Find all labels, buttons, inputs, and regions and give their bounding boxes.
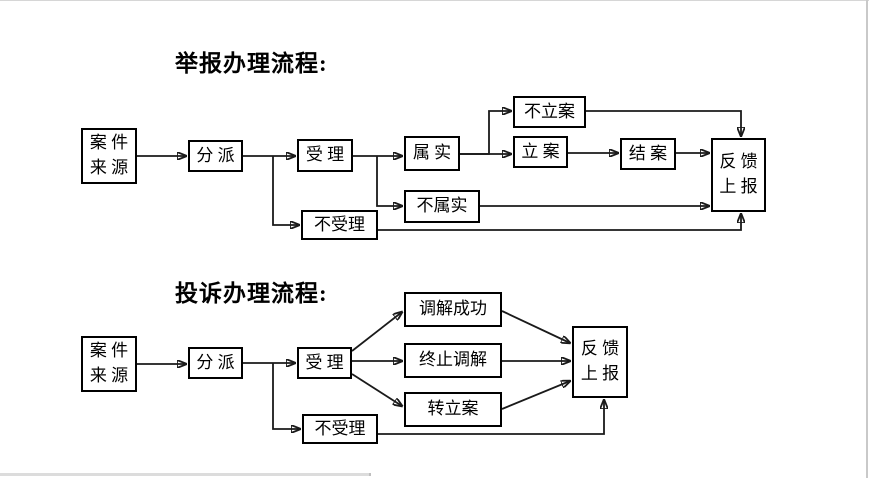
edge-transfer-filing-to-feedback	[501, 381, 570, 410]
node-label: 分 派	[196, 145, 235, 165]
node-accept-1: 受 理	[297, 139, 353, 172]
node-label: 转立案	[427, 399, 479, 419]
node-label: 受 理	[305, 352, 344, 372]
node-label: 反 馈	[580, 339, 620, 359]
node-label: 终止调解	[419, 350, 487, 370]
page-top-border	[0, 0, 869, 1]
node-dispatch-1: 分 派	[188, 140, 243, 172]
node-label: 立 案	[521, 141, 560, 161]
node-accept-2: 受 理	[297, 347, 352, 379]
node-verified: 属 实	[404, 136, 460, 171]
node-feedback-1: 反 馈 上 报	[711, 138, 766, 212]
node-case-source-2: 案 件 来 源	[81, 336, 137, 392]
horizontal-scrollbar-thumb[interactable]	[0, 473, 371, 476]
node-no-filing: 不立案	[513, 96, 586, 128]
node-label: 上 报	[580, 364, 620, 383]
node-label: 不立案	[524, 101, 575, 121]
edge-notaccept-to-feedback-1	[378, 214, 741, 231]
node-label: 案 件	[89, 133, 129, 153]
edge-nofiling-to-feedback	[586, 110, 741, 136]
edge-verified-to-nofiling	[460, 111, 511, 155]
node-not-accepted-2: 不受理	[302, 414, 378, 444]
edge-dispatch-to-notaccept-1	[272, 156, 299, 225]
edge-accept-to-notverified	[376, 156, 402, 206]
edge-accept-to-transfer-filing	[351, 373, 402, 406]
flowchart1-title: 举报办理流程:	[175, 51, 328, 76]
node-label: 分 派	[196, 352, 235, 372]
edge-accept-to-mediation-success	[351, 312, 402, 352]
node-label: 受 理	[305, 145, 345, 165]
node-transfer-filing: 转立案	[404, 392, 502, 427]
edge-notaccept-to-feedback-2	[378, 400, 604, 435]
node-mediation-success: 调解成功	[404, 292, 502, 327]
flowchart2-title: 投诉办理流程:	[175, 281, 328, 306]
node-label: 调解成功	[419, 299, 487, 319]
node-label: 不受理	[314, 418, 366, 438]
node-label: 不受理	[314, 214, 365, 234]
node-dispatch-2: 分 派	[188, 347, 243, 379]
node-not-verified: 不属实	[404, 190, 480, 223]
node-label: 结 案	[628, 143, 668, 163]
node-label: 上 报	[719, 177, 758, 196]
page-right-border	[866, 0, 868, 478]
node-label: 反 馈	[719, 152, 758, 172]
node-label: 来 源	[89, 158, 129, 177]
node-label: 不属实	[416, 196, 468, 216]
edge-mediation-success-to-feedback	[501, 310, 570, 343]
node-label: 属 实	[412, 143, 452, 163]
node-label: 来 源	[89, 366, 129, 385]
node-filing: 立 案	[513, 136, 568, 168]
edge-dispatch-to-notaccept-2	[272, 363, 300, 429]
node-case-closed: 结 案	[620, 138, 676, 170]
node-not-accepted-1: 不受理	[301, 210, 378, 240]
node-case-source-1: 案 件 来 源	[81, 128, 137, 184]
node-mediation-terminated: 终止调解	[404, 343, 502, 378]
node-label: 案 件	[89, 341, 129, 361]
node-feedback-2: 反 馈 上 报	[572, 326, 628, 398]
